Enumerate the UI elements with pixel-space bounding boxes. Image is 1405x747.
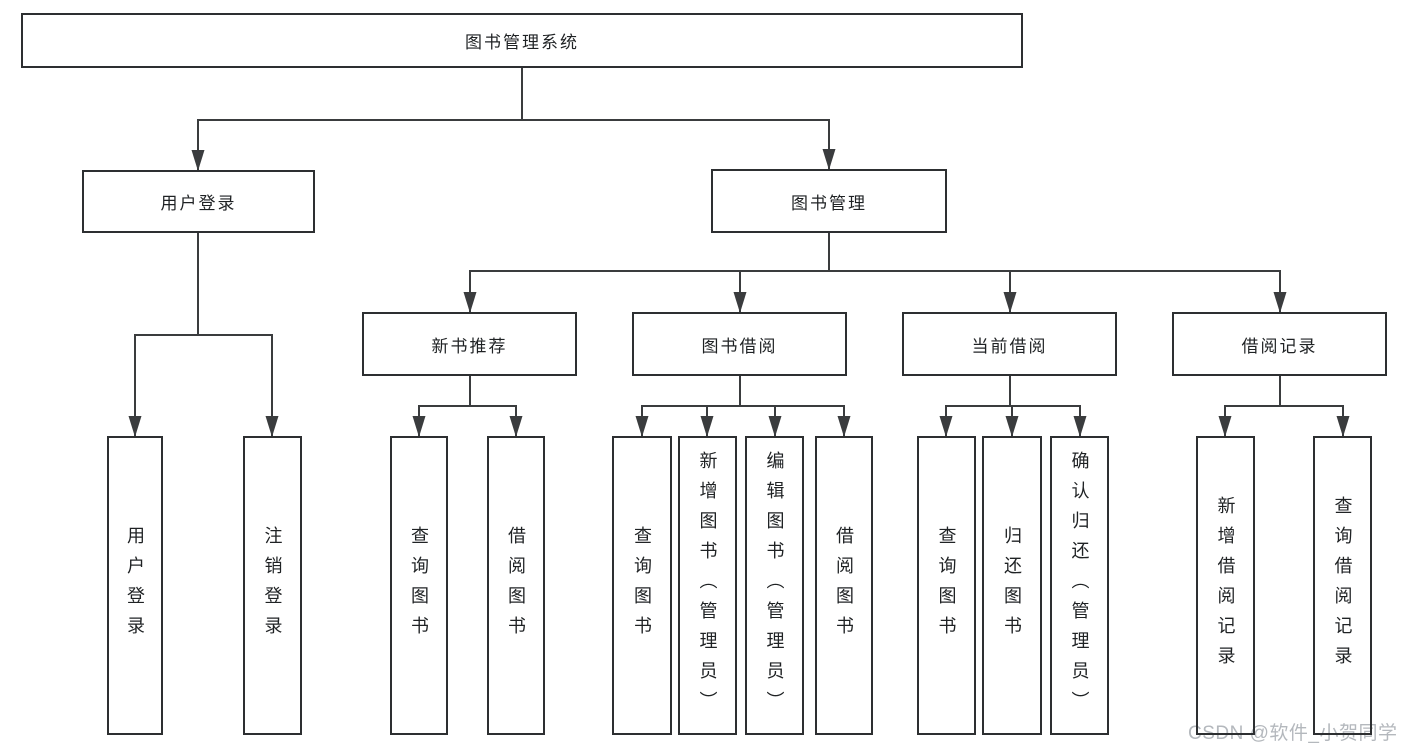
node-book-mgmt: 图书管理 bbox=[711, 169, 947, 233]
watermark: CSDN @软件_小贺同学 bbox=[1188, 723, 1398, 744]
connector-book-borrow-children bbox=[635, 376, 851, 437]
node-leaf-cb-return-books: 归还图书 bbox=[982, 436, 1042, 735]
connector-borrow-records-children bbox=[1218, 376, 1350, 437]
node-leaf-bb-add-books-admin: 新增图书（管理员） bbox=[678, 436, 737, 735]
node-leaf-br-add-record: 新增借阅记录 bbox=[1196, 436, 1255, 735]
node-leaf-bb-query-books: 查询图书 bbox=[612, 436, 672, 735]
node-leaf-user-login: 用户登录 bbox=[107, 436, 163, 735]
node-user-login: 用户登录 bbox=[82, 170, 315, 233]
node-leaf-bb-edit-books-admin: 编辑图书（管理员） bbox=[745, 436, 804, 735]
connector-book-mgmt-children bbox=[463, 233, 1287, 313]
connector-new-book-rec-children bbox=[412, 376, 523, 437]
node-leaf-cb-query-books: 查询图书 bbox=[917, 436, 976, 735]
connector-current-borrow-children bbox=[939, 376, 1087, 437]
connector-root-to-level2 bbox=[191, 68, 836, 171]
connector-user-login-children bbox=[128, 233, 279, 437]
node-leaf-nbr-query-books: 查询图书 bbox=[390, 436, 448, 735]
node-current-borrow: 当前借阅 bbox=[902, 312, 1117, 376]
node-book-borrow: 图书借阅 bbox=[632, 312, 847, 376]
node-leaf-cb-confirm-return-admin: 确认归还（管理员） bbox=[1050, 436, 1109, 735]
node-root: 图书管理系统 bbox=[21, 13, 1023, 68]
node-leaf-bb-borrow-books: 借阅图书 bbox=[815, 436, 873, 735]
node-borrow-records: 借阅记录 bbox=[1172, 312, 1387, 376]
node-leaf-logout: 注销登录 bbox=[243, 436, 302, 735]
node-new-book-rec: 新书推荐 bbox=[362, 312, 577, 376]
node-leaf-nbr-borrow-books: 借阅图书 bbox=[487, 436, 545, 735]
node-leaf-br-query-record: 查询借阅记录 bbox=[1313, 436, 1372, 735]
